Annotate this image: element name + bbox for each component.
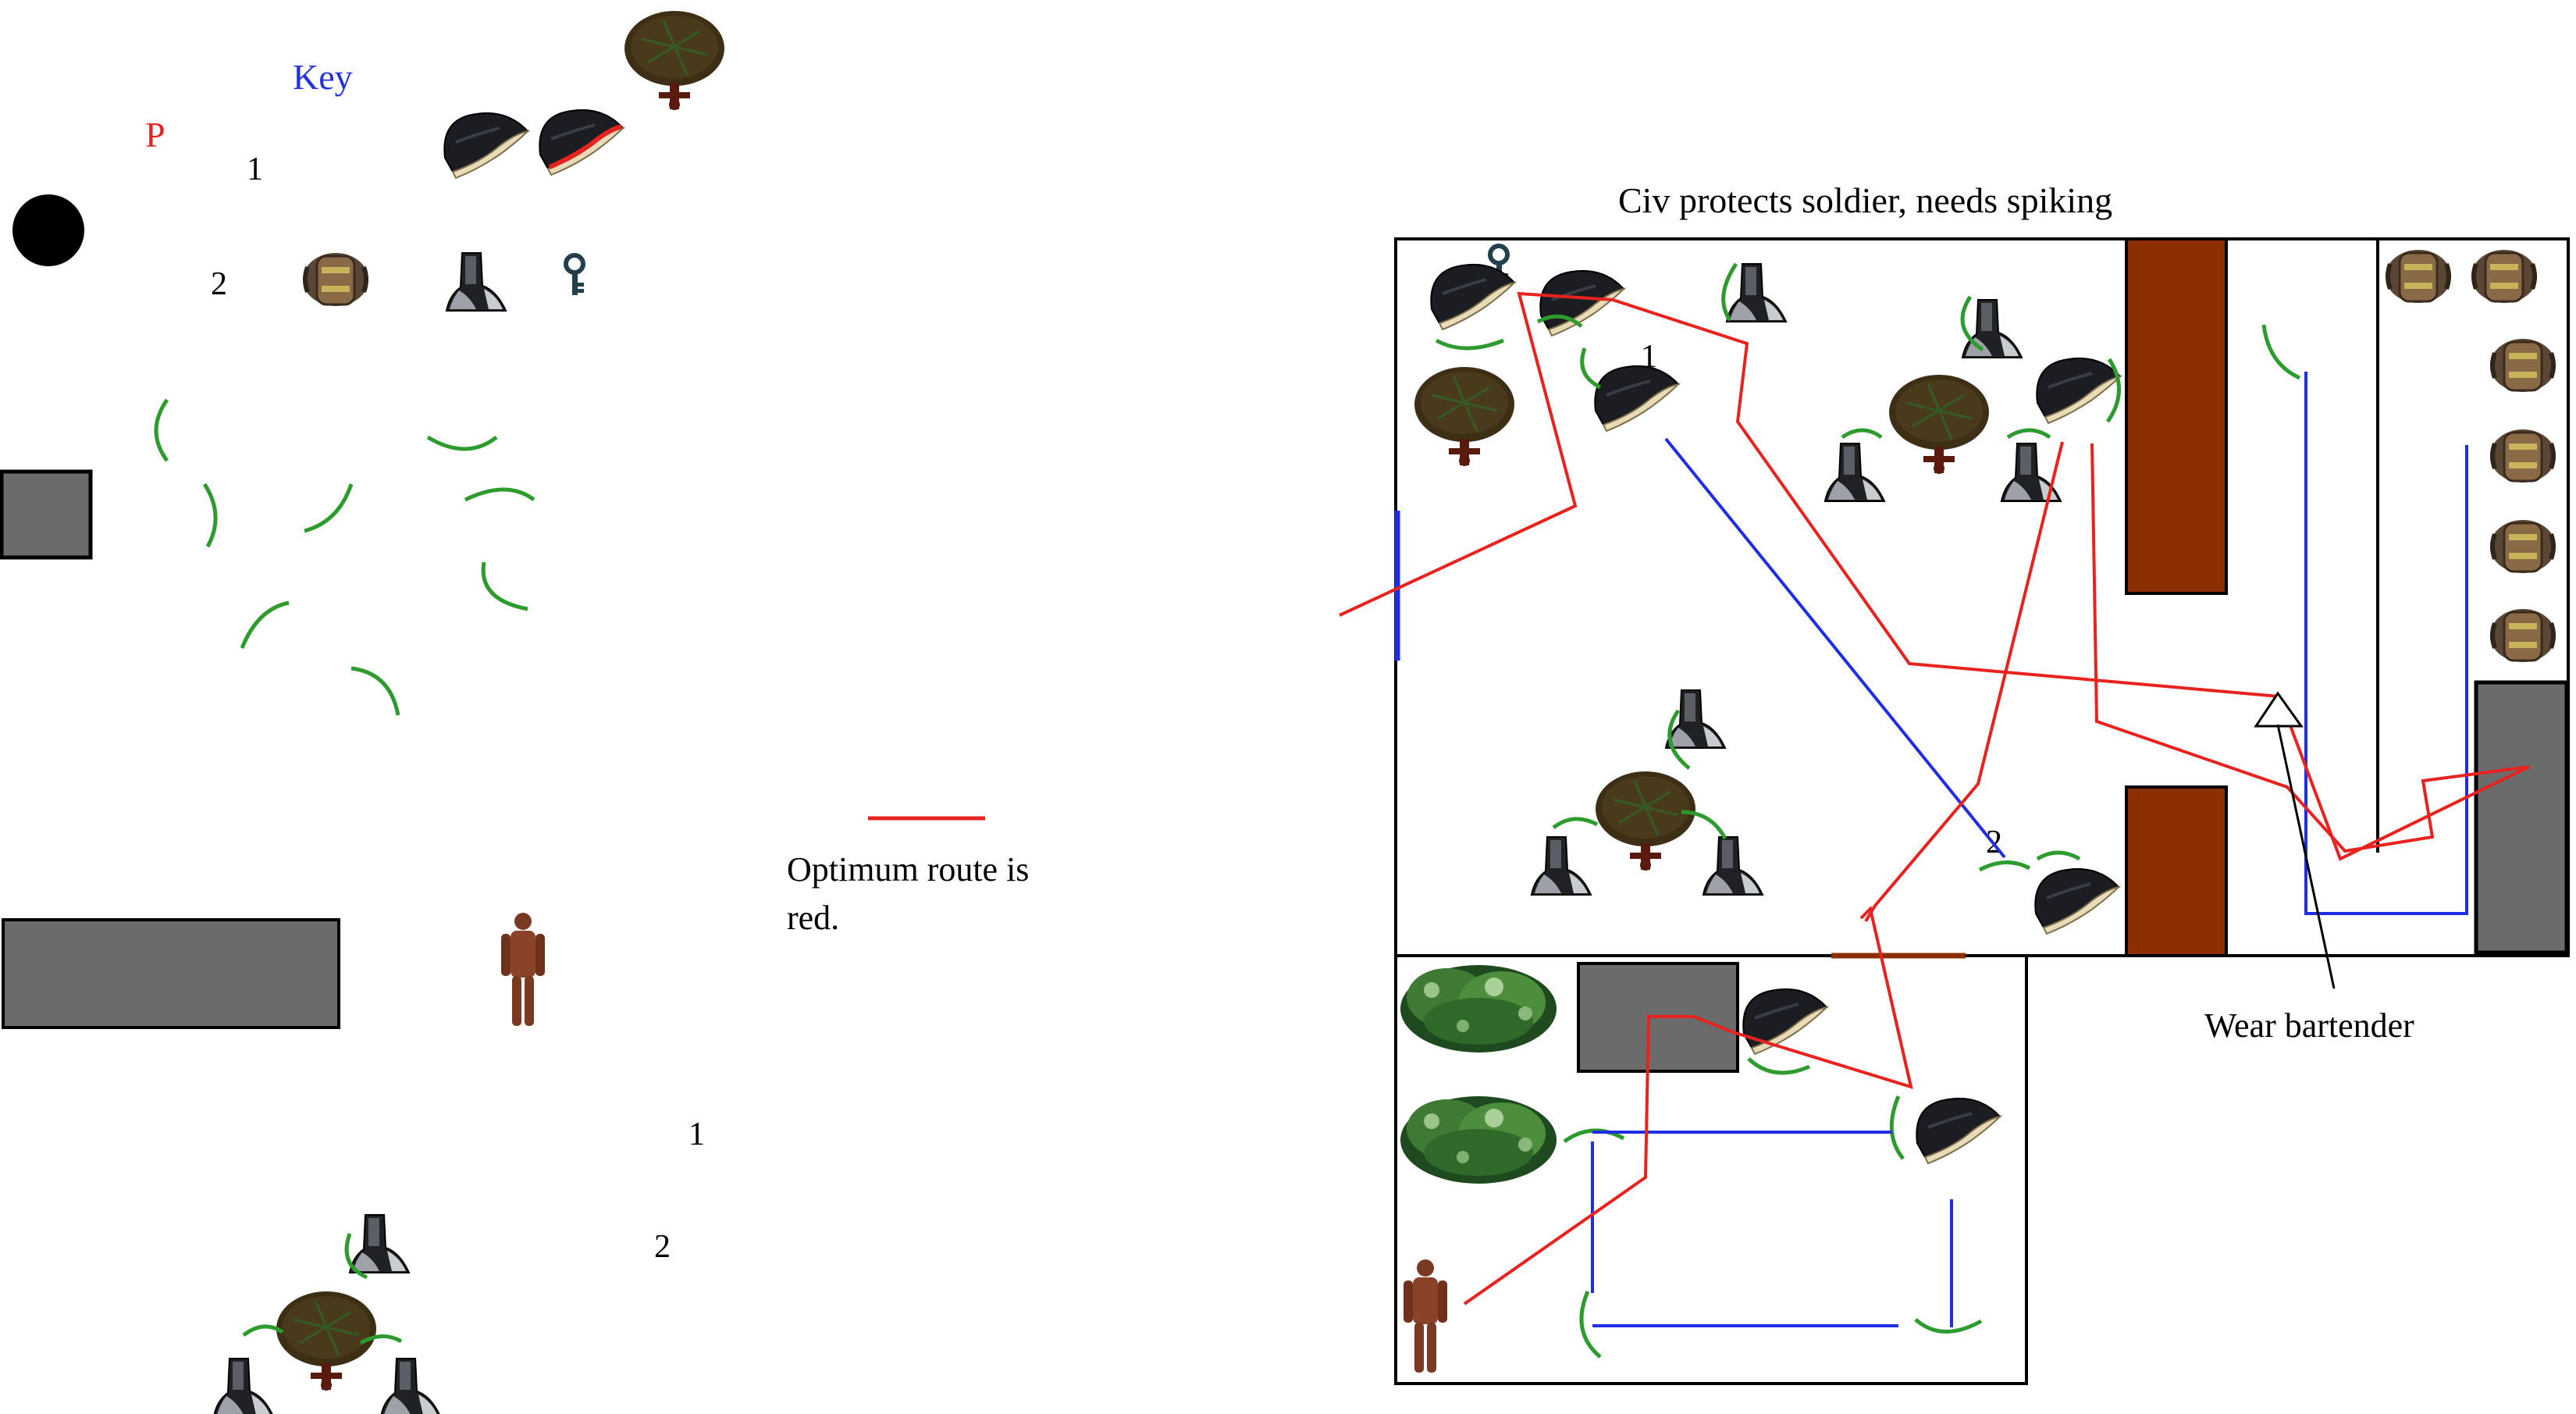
bust-statue-icon [446, 252, 507, 312]
tree-icon [1888, 373, 1991, 475]
key-title: Key [293, 57, 353, 97]
bar-counter-upper [2125, 237, 2228, 595]
legend-crate [0, 469, 93, 560]
barrel-icon [2471, 250, 2537, 303]
bar-counter-lower [2125, 785, 2228, 957]
lower-label-1: 1 [688, 1117, 705, 1152]
bust-statue-icon [349, 1214, 410, 1273]
legend-row-1-label: 1 [247, 151, 263, 187]
bartender-arrow-head [2254, 691, 2304, 728]
tricorn-hat-icon [2035, 356, 2122, 425]
vision-arc [1841, 428, 1883, 440]
map-marker-1: 1 [1641, 339, 1657, 375]
vision-arc [2261, 324, 2301, 380]
bust-statue-icon [1531, 836, 1592, 896]
vision-arc [1721, 262, 1738, 322]
legend-table [2, 918, 340, 1029]
tricorn-hat-icon [1429, 262, 1516, 331]
bush-icon [1400, 965, 1557, 1052]
vision-arc [1580, 347, 1602, 390]
vision-arc [350, 666, 400, 716]
vision-arc [359, 1334, 403, 1345]
barrel-icon [2490, 520, 2556, 573]
vision-arc [1552, 817, 1599, 830]
patrol-route [2304, 372, 2468, 915]
vision-arc [2036, 850, 2081, 861]
player-figure-icon [501, 913, 545, 1026]
vision-arc [2105, 358, 2121, 423]
lower-room [1394, 954, 2028, 1385]
bust-statue-icon [380, 1358, 441, 1414]
vision-arc [2006, 428, 2051, 440]
patrol-route [1664, 437, 2006, 859]
bartender-arrow-line [2276, 724, 2336, 989]
vision-arc [344, 1233, 368, 1280]
route-caption-line-2: red. [787, 899, 839, 937]
tree-icon [1594, 770, 1697, 872]
player-figure-icon [1404, 1259, 1447, 1373]
key-icon [566, 255, 584, 295]
vision-arc [304, 483, 354, 533]
patrol-routes [1591, 372, 2468, 1327]
tricorn-hat-icon [538, 108, 624, 176]
vision-arc [426, 435, 498, 451]
route-segment-cross [1864, 441, 2064, 923]
tree-icon [623, 9, 726, 112]
barrel-icon [2490, 339, 2556, 392]
vision-arc [1579, 1291, 1602, 1359]
tricorn-hat-icon [1539, 269, 1625, 337]
tricorn-hat-icon [1742, 987, 1828, 1056]
vision-arc [1978, 860, 2031, 872]
route-segment-lower [1463, 906, 1913, 1305]
barrel-icon [2490, 609, 2556, 662]
optimum-route [1339, 291, 2530, 1305]
vision-arc [242, 1324, 284, 1337]
bust-statue-icon [1703, 836, 1763, 896]
tricorn-hat-icon [2033, 867, 2120, 935]
vision-arc [154, 398, 169, 462]
vision-arc [1681, 810, 1727, 840]
bust-statue-icon [2001, 443, 2062, 502]
tricorn-hat-icon [443, 111, 529, 180]
route-segment-upper [1339, 291, 2530, 861]
p-label: P [145, 115, 165, 155]
bush-icon [1400, 1096, 1557, 1184]
vision-arc [1960, 295, 1984, 352]
mission-map: Civ protects soldier, needs spiking 1 [1339, 180, 2570, 1385]
legend-row-2-label: 2 [211, 266, 227, 302]
route-caption-line-1: Optimum route is [787, 850, 1029, 889]
bust-statue-icon [1824, 443, 1885, 502]
bartender-note: Wear bartender [2204, 1006, 2414, 1045]
bust-statue-icon [1726, 263, 1787, 322]
vision-arc [240, 600, 290, 649]
vision-arc [1536, 314, 1583, 328]
vision-arc [1667, 709, 1691, 770]
tricorn-hat-icon [1915, 1096, 2001, 1165]
barrel-icon [2386, 250, 2451, 303]
map-title: Civ protects soldier, needs spiking [1618, 180, 2112, 220]
vision-arc [202, 483, 218, 548]
tree-icon [1413, 365, 1516, 468]
bar-crate [2474, 680, 2569, 955]
vision-arc [481, 561, 528, 611]
legend-vision-arcs [154, 398, 535, 716]
black-dot-icon [12, 194, 84, 266]
barrel-icon [303, 253, 368, 306]
legend-panel: Key P 1 2 Optimum route is red. [0, 9, 1029, 1414]
bust-statue-icon [213, 1358, 274, 1414]
bust-statue-icon [1962, 299, 2023, 358]
lower-label-2: 2 [654, 1229, 671, 1265]
vision-arc [464, 487, 535, 502]
vision-arc [1435, 338, 1504, 351]
vision-arc [1914, 1318, 1983, 1334]
vision-arc [1747, 1057, 1810, 1075]
barrel-icon [2490, 429, 2556, 483]
tricorn-hat-icon [1593, 364, 1680, 433]
vision-arc [1889, 1095, 1905, 1160]
